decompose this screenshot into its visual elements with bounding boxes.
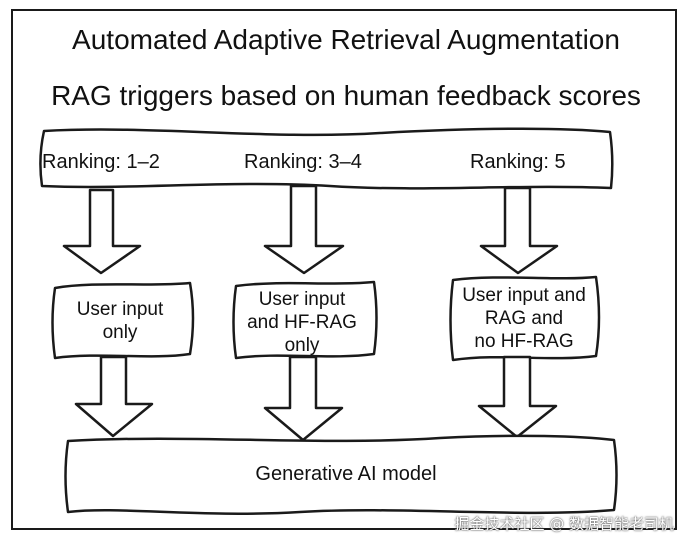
box-3 [449,275,601,362]
arrow-down-6 [477,355,558,439]
box-1-label: User input only [55,298,185,344]
ranking-label-2: Ranking: 3–4 [244,151,362,173]
box-1-line-2: only [102,322,138,343]
box-3-line-2: RAG and [484,308,564,329]
outer-frame [11,9,677,530]
model-label: Generative AI model [255,463,437,485]
box-3-line-1: User input and [462,285,586,306]
box-3-line-3: no HF-RAG [474,331,574,352]
box-2-line-2: and HF-RAG [247,312,357,333]
box-2 [232,280,378,360]
ranking-banner [39,127,614,190]
diagram-subtitle: RAG triggers based on human feedback sco… [51,80,641,111]
ranking-label-1: Ranking: 1–2 [42,151,160,173]
arrow-down-1 [62,188,142,275]
box-2-line-3: only [284,335,320,356]
arrow-down-5 [263,355,344,442]
ranking-label-3: Ranking: 5 [470,151,566,173]
box-3-label: User input and RAG and no HF-RAG [448,284,600,353]
box-2-line-1: User input [258,289,346,310]
box-2-label: User input and HF-RAG only [232,288,372,357]
model-box [64,434,618,515]
box-1 [51,281,195,360]
arrow-down-4 [74,355,154,438]
box-1-line-1: User input [76,299,164,320]
diagram-title: Automated Adaptive Retrieval Augmentatio… [72,24,620,55]
arrow-down-2 [263,184,345,275]
watermark: 掘金技术社区 @ 数据智能老司机 [454,515,674,533]
arrow-down-3 [479,186,559,275]
